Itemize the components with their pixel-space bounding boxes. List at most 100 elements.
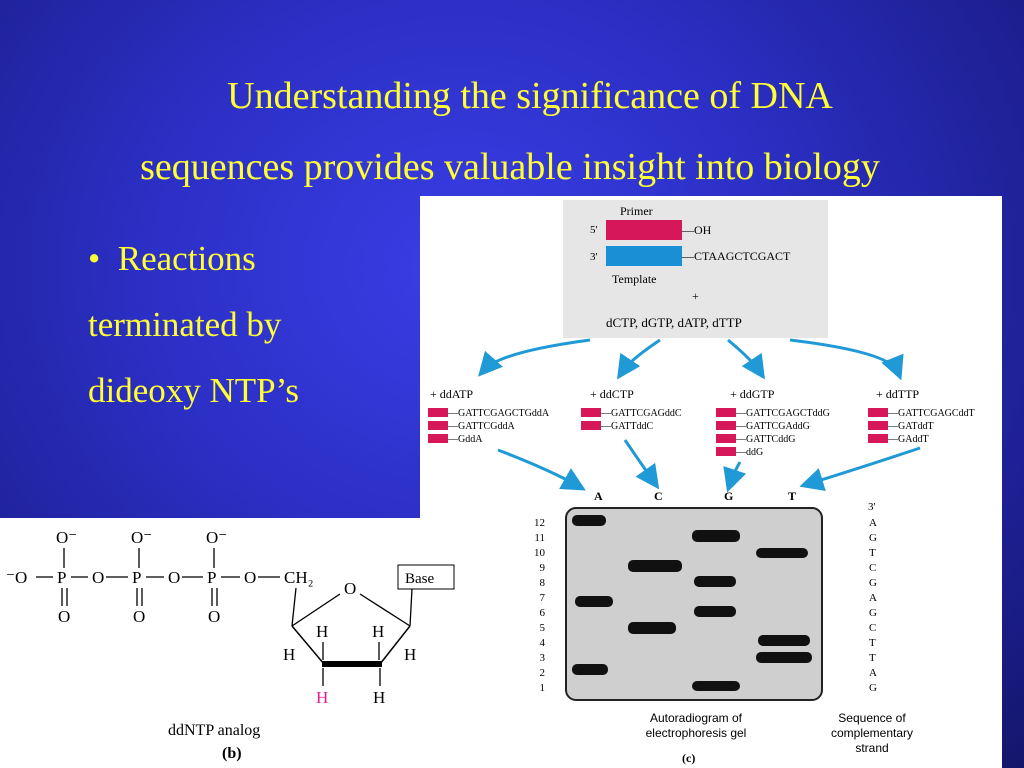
sequence-base: A <box>869 667 877 679</box>
hydrogen: H <box>404 645 416 664</box>
gel-row-number: 5 <box>540 622 546 634</box>
panel-label-c: (c) <box>682 751 695 765</box>
sequence-base: A <box>869 517 877 529</box>
gel-band <box>628 622 676 634</box>
hydrogen-3prime-highlight: H <box>316 688 328 707</box>
gel-band <box>575 596 613 607</box>
hydrogen: H <box>372 622 384 641</box>
phosphate-oxygen: O <box>133 607 145 626</box>
base-label: Base <box>405 571 435 587</box>
phosphate-o-minus: O⁻ <box>206 528 227 547</box>
reaction-label-ddttp: + ddTTP <box>876 387 919 401</box>
gel-row-number: 6 <box>540 607 546 619</box>
gel-row-number: 4 <box>540 637 546 649</box>
gel-band <box>572 664 608 675</box>
phosphorus-2: P <box>132 568 141 587</box>
gel-row-number: 2 <box>540 667 546 679</box>
phosphorus-3: P <box>207 568 216 587</box>
arrow-to-ddttp <box>789 338 904 381</box>
fragment-bar <box>716 421 736 430</box>
arrow-to-ddgtp <box>727 338 765 380</box>
phosphate-o-minus: O⁻ <box>131 528 152 547</box>
gel-row-number: 1 <box>540 682 546 694</box>
fragment-bar <box>428 434 448 443</box>
oh-label: —OH <box>681 223 712 237</box>
fragment-label: —GATTCGAGddC <box>600 408 682 419</box>
bond <box>291 587 297 627</box>
sequence-base: T <box>869 652 876 664</box>
gel-row-number: 10 <box>534 547 546 559</box>
sequence-base: G <box>869 607 877 619</box>
gel-row-number: 8 <box>540 577 546 589</box>
fragment-bar <box>716 408 736 417</box>
fragment-label: —GATTCddG <box>735 434 795 445</box>
sequence-base: T <box>869 547 876 559</box>
arrow-to-ddatp <box>478 338 591 377</box>
dntp-list: dCTP, dGTP, dATP, dTTP <box>606 315 742 330</box>
ddntp-caption: ddNTP analog <box>168 722 260 739</box>
three-prime-label: 3' <box>590 251 598 263</box>
sequence-base: C <box>869 622 876 634</box>
base-box <box>397 564 455 590</box>
fragment-label: —GATTddC <box>600 421 654 432</box>
fragment-label: —ddG <box>735 447 763 458</box>
hydrogen: H <box>373 688 385 707</box>
bridge-oxygen: O <box>244 568 256 587</box>
gel-band <box>692 530 740 542</box>
fragment-label: —GATTCGAGCTddG <box>735 408 830 419</box>
gel-band <box>628 560 682 572</box>
hydrogen: H <box>283 645 295 664</box>
fragment-bar <box>428 408 448 417</box>
fragment-label: —GATTCGAGCddT <box>887 408 975 419</box>
template-bar <box>606 246 682 266</box>
panel-label-b: (b) <box>222 745 242 762</box>
bullet-text: • Reactions terminated by dideoxy NTP’s <box>88 226 299 424</box>
arrow-to-lane-a <box>497 448 586 491</box>
reaction-label-ddctp: + ddCTP <box>590 387 634 401</box>
gel-row-number: 3 <box>540 652 546 664</box>
arrow-to-ddctp <box>617 338 661 380</box>
ch2-group: CH₂ <box>284 568 314 587</box>
fragment-label: —GATTCGAGCTGddA <box>447 408 550 419</box>
bridge-oxygen: O <box>92 568 104 587</box>
gel-caption-line-2: electrophoresis gel <box>646 726 747 740</box>
bullet-line-3: dideoxy NTP’s <box>88 371 299 410</box>
gel-band <box>694 576 736 587</box>
primer-bar <box>606 220 682 240</box>
gel-band <box>756 548 808 558</box>
primer-label: Primer <box>620 204 653 218</box>
fragment-label: —GATTCGddA <box>447 421 515 432</box>
bullet-line-1: • Reactions <box>88 239 256 278</box>
fragment-label: —GddA <box>447 434 483 445</box>
seq-caption-line-2: complementary <box>831 726 913 740</box>
seq-caption-line-3: strand <box>855 741 888 755</box>
figure-b-background <box>0 518 420 768</box>
gel-row-number: 12 <box>534 517 545 529</box>
sequence-base: G <box>869 532 877 544</box>
fragment-bar <box>868 434 888 443</box>
title-line-1: Understanding the significance of DNA <box>227 75 833 117</box>
ring-bond <box>291 625 325 665</box>
gel-row-number: 9 <box>540 562 546 574</box>
seq-caption-line-1: Sequence of <box>838 711 906 725</box>
fragment-bar <box>716 434 736 443</box>
sequence-base: G <box>869 577 877 589</box>
fragment-label: —GATddT <box>887 421 934 432</box>
gel-band <box>756 652 812 663</box>
sequence-header: 3' <box>868 501 876 513</box>
reaction-label-ddatp: + ddATP <box>430 387 473 401</box>
five-prime-label: 5' <box>590 224 598 236</box>
lane-label-c: C <box>654 489 663 503</box>
hydrogen: H <box>316 622 328 641</box>
gel-row-number: 7 <box>540 592 546 604</box>
fragment-bar <box>868 408 888 417</box>
fragment-bar <box>581 408 601 417</box>
bond <box>409 588 413 627</box>
phosphate-o-minus: O⁻ <box>56 528 77 547</box>
title-line-2: sequences provides valuable insight into… <box>140 146 880 188</box>
fragment-label: —GAddT <box>887 434 929 445</box>
reaction-label-ddgtp: + ddGTP <box>730 387 775 401</box>
bridge-oxygen: O <box>168 568 180 587</box>
gel-band <box>758 635 810 646</box>
sequence-base: T <box>869 637 876 649</box>
